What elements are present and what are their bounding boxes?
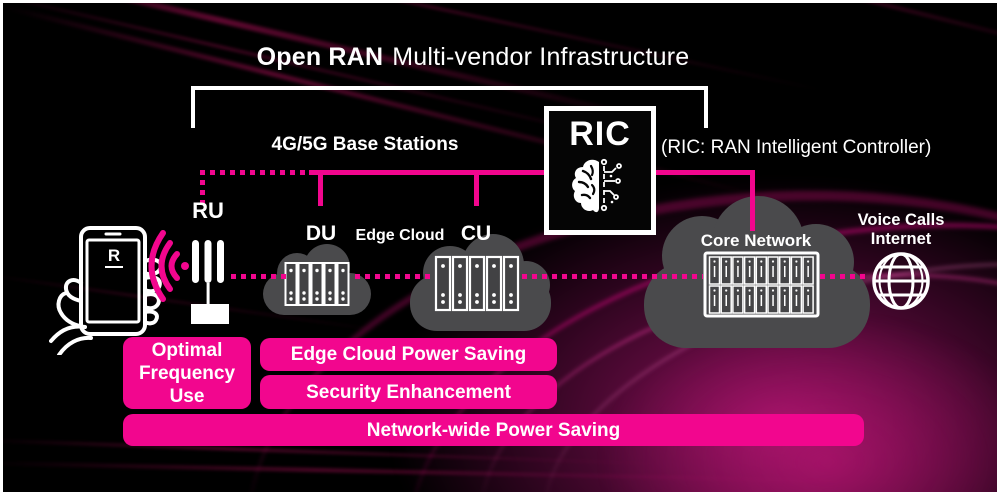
connector-drop-core (750, 170, 755, 231)
radio-signal-icon (148, 230, 189, 302)
antenna-icon (191, 240, 229, 324)
benefit-label: Optimal Frequency Use (138, 339, 236, 407)
data-path-dotted (231, 274, 289, 279)
benefit-label: Security Enhancement (306, 381, 511, 403)
core-network-cloud-icon (644, 196, 870, 348)
phone-logo: R (91, 246, 137, 268)
data-path-dotted (355, 274, 433, 279)
bracket-left (191, 86, 195, 128)
benefit-label: Edge Cloud Power Saving (290, 344, 527, 365)
connector-dotted-vertical (200, 170, 205, 208)
benefit-security-enhancement: Security Enhancement (260, 375, 557, 409)
benefit-label: Network-wide Power Saving (366, 419, 621, 441)
brain-circuit-icon (572, 158, 622, 213)
benefit-optimal-frequency: Optimal Frequency Use (123, 337, 251, 409)
ric-label: RIC (569, 115, 631, 153)
ric-caption: (RIC: RAN Intelligent Controller) (661, 137, 932, 158)
benefit-edge-cloud-power-saving: Edge Cloud Power Saving (260, 338, 557, 371)
base-stations-label: 4G/5G Base Stations (271, 134, 459, 155)
du-label: DU (305, 222, 337, 245)
du-cloud-icon (263, 244, 371, 315)
bracket-top (191, 86, 708, 90)
edge-cloud-label: Edge Cloud (355, 227, 445, 244)
connector-drop-du (318, 170, 323, 206)
internet-label-line2: Internet (870, 230, 932, 248)
internet-globe-icon (872, 252, 930, 310)
ru-label: RU (192, 198, 224, 223)
server-rack-icon (703, 251, 820, 318)
connector-drop-cu (474, 170, 479, 206)
title-bold: Open RAN (256, 43, 384, 71)
data-path-dotted (522, 274, 703, 279)
internet-label-line1: Voice Calls (857, 211, 945, 229)
connector-dotted-horizontal (200, 170, 312, 175)
page-title: Open RAN Multi-vendor Infrastructure (3, 43, 943, 72)
title-rest: Multi-vendor Infrastructure (392, 43, 690, 71)
bracket-right (704, 86, 708, 128)
cu-label: CU (460, 222, 492, 245)
connector-bus-right (654, 170, 755, 175)
ric-box: RIC (544, 106, 656, 235)
core-network-label: Core Network (700, 231, 812, 250)
data-path-dotted (820, 274, 870, 279)
cu-cloud-icon (410, 234, 551, 331)
connector-bus-left (309, 170, 546, 175)
benefit-network-wide-power-saving: Network-wide Power Saving (123, 414, 864, 446)
